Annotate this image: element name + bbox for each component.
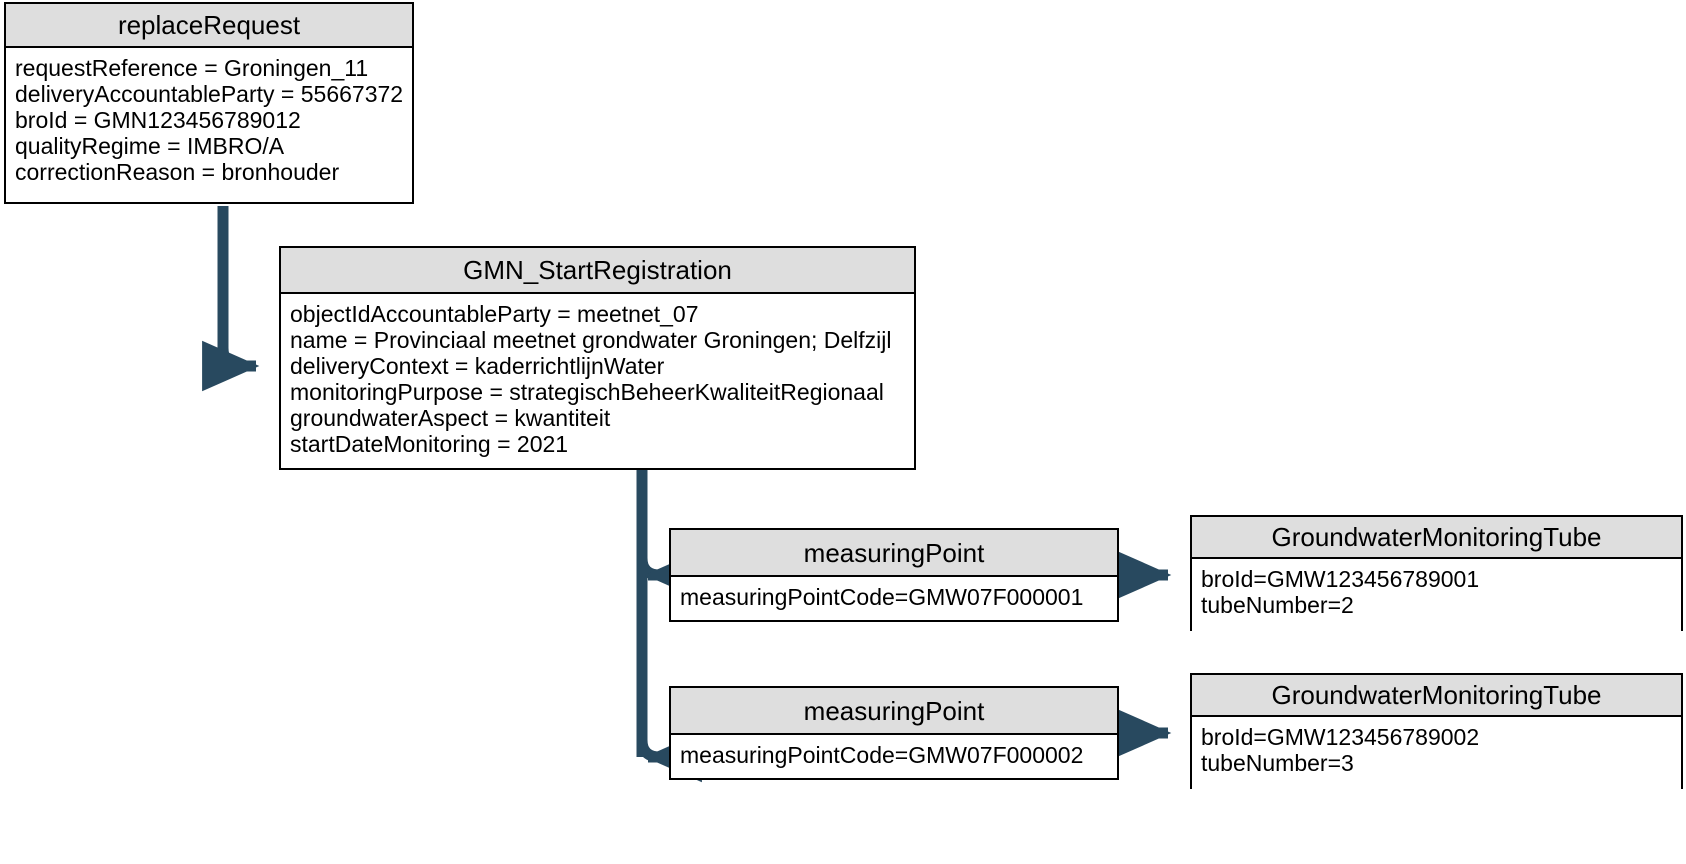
attribute-row: broId=GMW123456789001	[1201, 566, 1480, 592]
box-measuring-point-1[interactable]: measuringPoint measuringPointCode=GMW07F…	[669, 528, 1119, 622]
attribute-row: broId=GMW123456789002	[1201, 724, 1480, 750]
attribute-row: tubeNumber=3	[1201, 750, 1354, 776]
box-groundwater-monitoring-tube-1-attributes: broId=GMW123456789001 tubeNumber=2	[1192, 559, 1681, 633]
box-measuring-point-2-attributes: measuringPointCode=GMW07F000002	[671, 735, 1117, 778]
box-replace-request-attributes: requestReference = Groningen_11 delivery…	[6, 48, 412, 202]
box-measuring-point-1-attributes: measuringPointCode=GMW07F000001	[671, 577, 1117, 620]
attribute-row: groundwaterAspect = kwantiteit	[290, 405, 611, 431]
box-gmn-start-registration-attributes: objectIdAccountableParty = meetnet_07 na…	[281, 294, 914, 468]
attribute-row: startDateMonitoring = 2021	[290, 431, 569, 457]
attribute-row: monitoringPurpose = strategischBeheerKwa…	[290, 379, 884, 405]
box-groundwater-monitoring-tube-1[interactable]: GroundwaterMonitoringTube broId=GMW12345…	[1190, 515, 1683, 633]
connector-gmn-start-to-measuring-point-2	[636, 731, 702, 783]
attribute-row: measuringPointCode=GMW07F000002	[680, 742, 1084, 768]
attribute-row: deliveryAccountableParty = 55667372	[15, 81, 404, 107]
attribute-row: name = Provinciaal meetnet grondwater Gr…	[290, 327, 892, 353]
box-measuring-point-2-title: measuringPoint	[671, 688, 1117, 735]
attribute-row: broId = GMN123456789012	[15, 107, 301, 133]
box-groundwater-monitoring-tube-2-attributes: broId=GMW123456789002 tubeNumber=3	[1192, 717, 1681, 791]
attribute-row: qualityRegime = IMBRO/A	[15, 133, 285, 159]
box-measuring-point-1-title: measuringPoint	[671, 530, 1117, 577]
connector-gmn-start-to-measuring-point-1	[636, 549, 702, 601]
box-gmn-start-registration[interactable]: GMN_StartRegistration objectIdAccountabl…	[279, 246, 916, 470]
box-groundwater-monitoring-tube-2-title: GroundwaterMonitoringTube	[1192, 675, 1681, 717]
attribute-row: objectIdAccountableParty = meetnet_07	[290, 301, 699, 327]
box-gmn-start-registration-title: GMN_StartRegistration	[281, 248, 914, 294]
attribute-row: requestReference = Groningen_11	[15, 55, 369, 81]
attribute-row: measuringPointCode=GMW07F000001	[680, 584, 1084, 610]
connector-replace-request-to-gmn-start	[202, 206, 260, 392]
box-replace-request[interactable]: replaceRequest requestReference = Gronin…	[4, 2, 414, 204]
box-groundwater-monitoring-tube-2[interactable]: GroundwaterMonitoringTube broId=GMW12345…	[1190, 673, 1683, 791]
attribute-row: deliveryContext = kaderrichtlijnWater	[290, 353, 665, 379]
attribute-row: tubeNumber=2	[1201, 592, 1354, 618]
box-measuring-point-2[interactable]: measuringPoint measuringPointCode=GMW07F…	[669, 686, 1119, 780]
box-replace-request-title: replaceRequest	[6, 4, 412, 48]
box-groundwater-monitoring-tube-1-title: GroundwaterMonitoringTube	[1192, 517, 1681, 559]
attribute-row: correctionReason = bronhouder	[15, 159, 340, 185]
